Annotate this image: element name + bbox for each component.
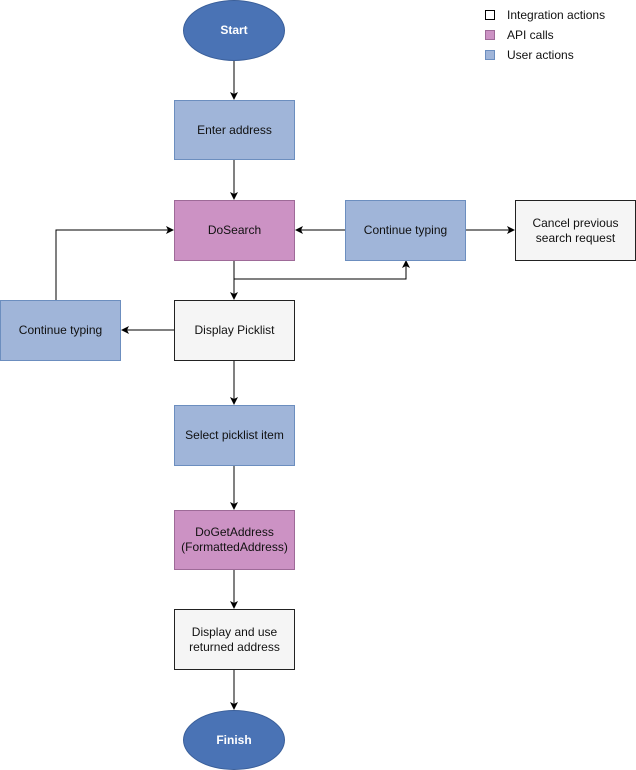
dogetaddress-node: DoGetAddress (FormattedAddress): [174, 510, 295, 570]
legend-swatch-user: [485, 50, 495, 60]
legend-swatch-integration: [485, 10, 495, 20]
display-picklist-node: Display Picklist: [174, 300, 295, 361]
arrow-continue-left-to-dosearch: [55, 226, 174, 300]
display-use-address-node: Display and use returned address: [174, 609, 295, 670]
legend-integration-actions: Integration actions: [485, 8, 605, 22]
start-node: Start: [183, 0, 285, 61]
arrow-dosearch-to-continue: [233, 260, 410, 280]
legend-label-api: API calls: [507, 28, 554, 42]
cancel-request-node: Cancel previous search request: [515, 200, 636, 261]
select-picklist-item-node: Select picklist item: [174, 405, 295, 466]
legend-label-integration: Integration actions: [507, 8, 606, 22]
finish-node: Finish: [183, 710, 285, 770]
dosearch-node: DoSearch: [174, 200, 295, 261]
legend-label-user: User actions: [507, 48, 574, 62]
legend-api-calls: API calls: [485, 28, 554, 42]
legend-swatch-api: [485, 30, 495, 40]
legend-user-actions: User actions: [485, 48, 574, 62]
enter-address-node: Enter address: [174, 100, 295, 160]
continue-typing-left-node: Continue typing: [0, 300, 121, 361]
continue-typing-right-node: Continue typing: [345, 200, 466, 261]
